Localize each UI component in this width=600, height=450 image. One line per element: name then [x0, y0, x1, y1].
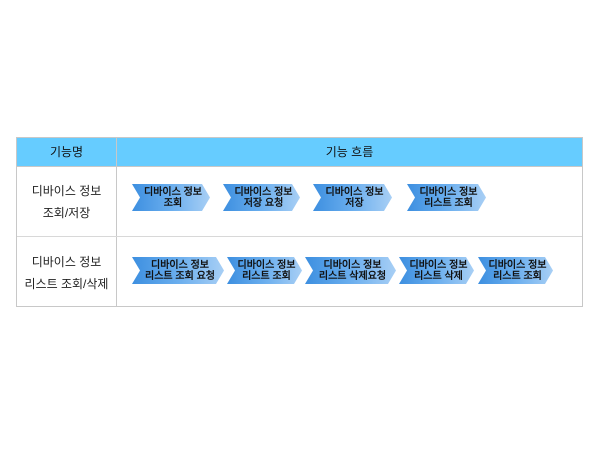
row-2-name: 디바이스 정보 리스트 조회/삭제 — [24, 255, 109, 291]
flow-step: 디바이스 정보 리스트 삭제요청 — [305, 257, 396, 284]
header-function-name: 기능명 — [49, 145, 84, 159]
flow-step: 디바이스 정보 리스트 조회 — [407, 184, 486, 211]
flow-step: 디바이스 정보 리스트 조회 요청 — [132, 257, 224, 284]
function-flow-table: 기능명 기능 흐름 디바이스 정보 조회/저장 디바이스 정보 리스트 조회/삭… — [16, 137, 583, 307]
row-divider — [17, 236, 582, 237]
row-1-name: 디바이스 정보 조회/저장 — [31, 184, 102, 220]
flow-step: 디바이스 정보 리스트 삭제 — [399, 257, 474, 284]
flow-step: 디바이스 정보 저장 요청 — [223, 184, 300, 211]
flow-step: 디바이스 정보 리스트 조회 — [478, 257, 553, 284]
header-function-flow: 기능 흐름 — [325, 145, 374, 159]
flow-step: 디바이스 정보 저장 — [313, 184, 392, 211]
flow-step: 디바이스 정보 조회 — [132, 184, 210, 211]
column-divider — [116, 138, 117, 306]
table-header: 기능명 기능 흐름 — [17, 138, 582, 167]
flow-step: 디바이스 정보 리스트 조회 — [227, 257, 302, 284]
